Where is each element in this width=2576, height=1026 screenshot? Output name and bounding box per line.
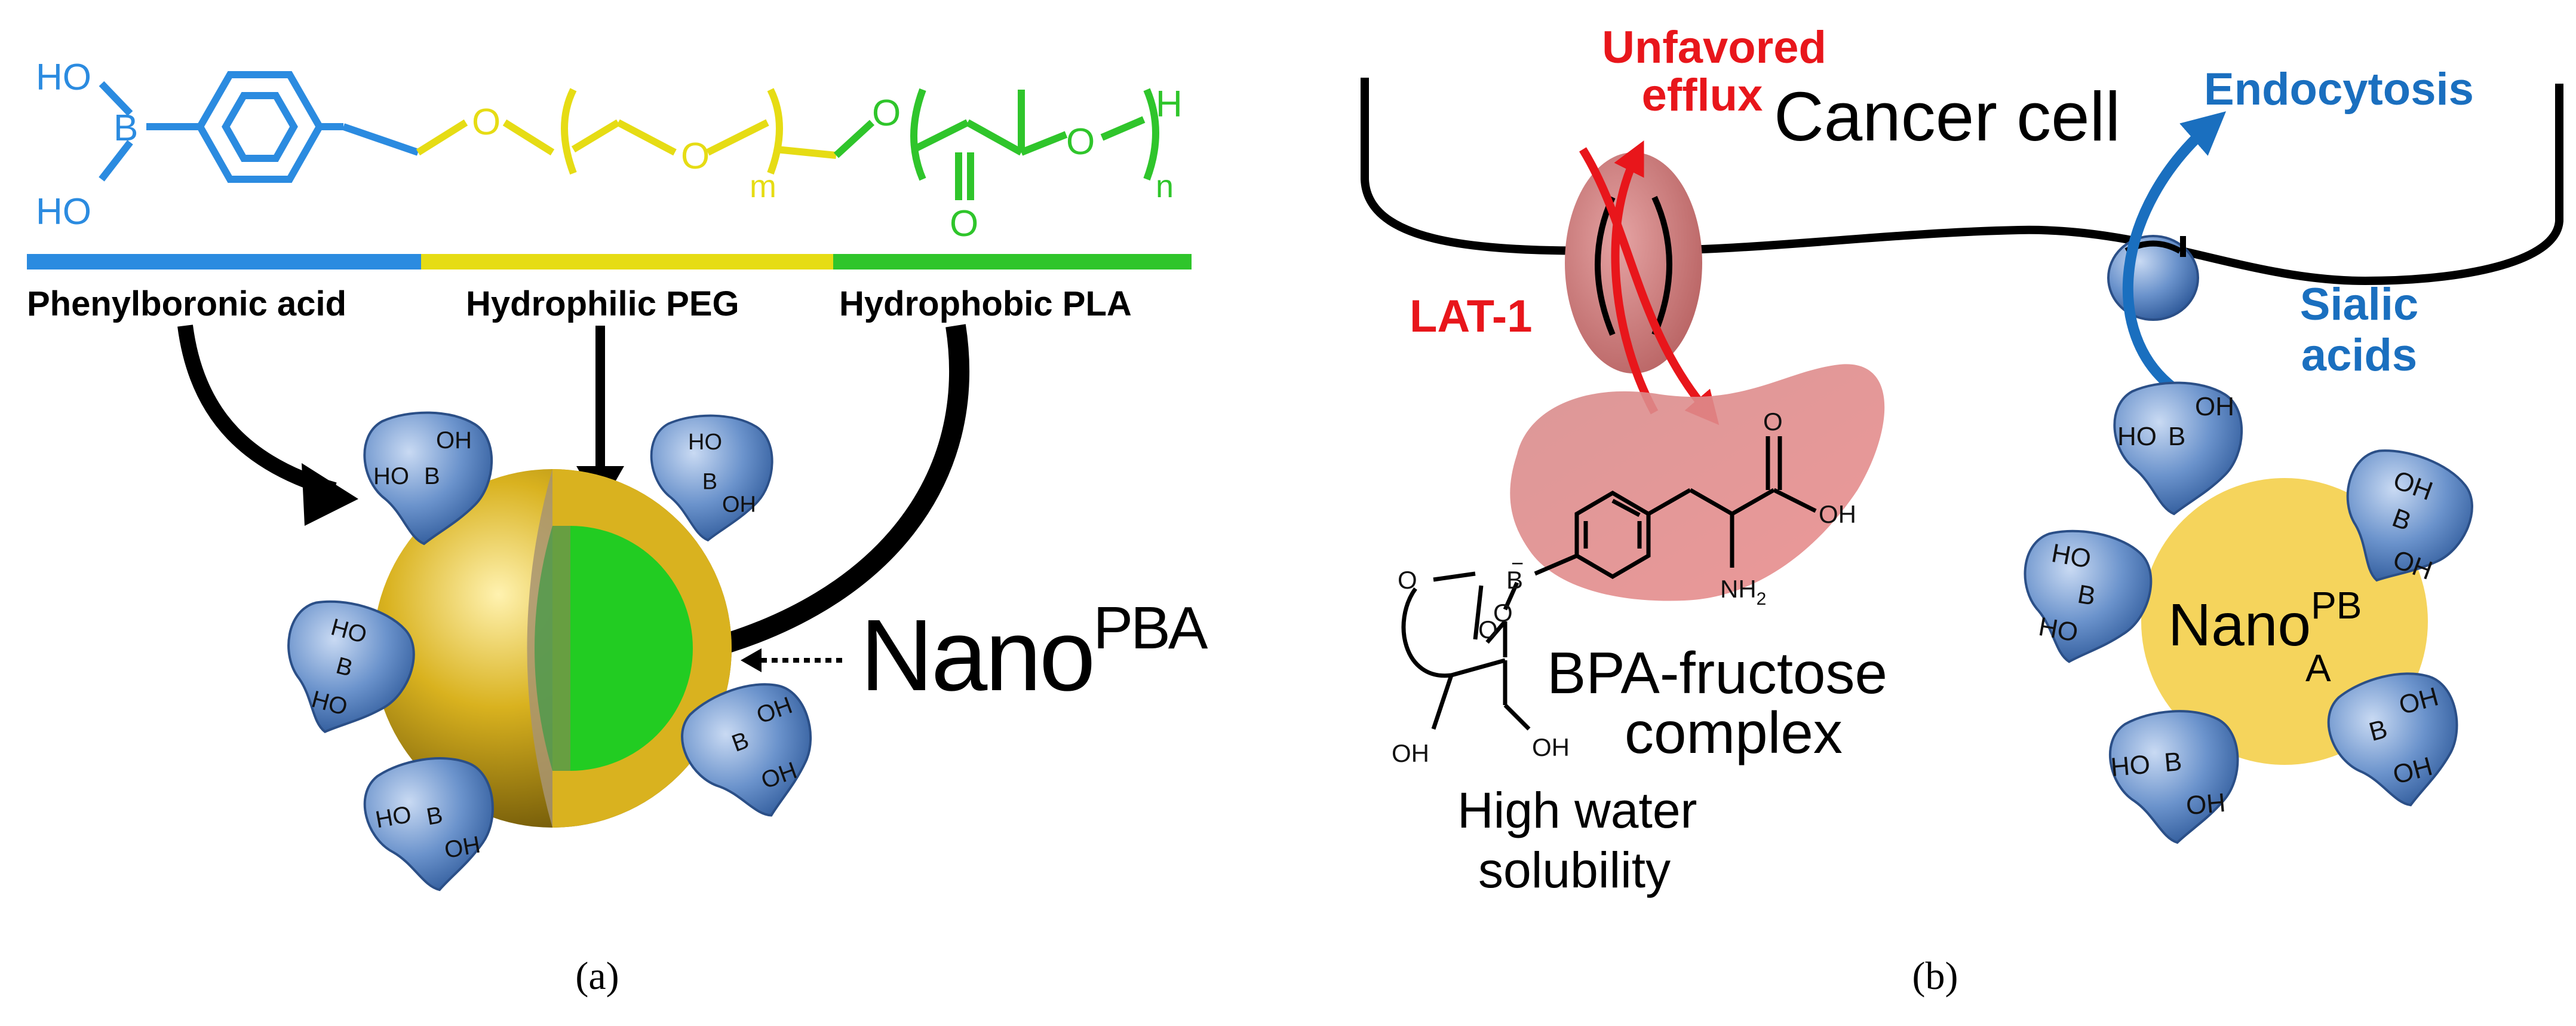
polymer-structure: HO B HO O O m (36, 57, 1183, 244)
cl3-ho2: HO (2036, 612, 2080, 648)
nano-b-sub: A (2305, 647, 2331, 690)
efflux-label: efflux (1642, 70, 1763, 121)
lig1-b: B (424, 463, 440, 489)
pla-segment-bar (833, 254, 1192, 269)
chem-oh-ring-2: OH (1532, 733, 1570, 761)
arrow-head-pba (302, 463, 358, 526)
panel-a: HO B HO O O m (27, 57, 1211, 998)
bpa-label-1: BPA-fructose (1547, 640, 1887, 706)
cancer-cell-label: Cancer cell (1774, 78, 2120, 155)
nanoparticle-pba (373, 469, 732, 828)
nano-pba-base: Nano (860, 599, 1093, 712)
cl1-b: B (2168, 422, 2185, 451)
cluster-ligand-bottom-right: B OH OH (2318, 659, 2477, 822)
ho-bottom-label: HO (36, 191, 91, 232)
lat1-label: LAT-1 (1410, 291, 1532, 342)
chem-nh2-text: NH (1720, 575, 1757, 603)
chem-o-ring-1: O (1398, 566, 1417, 594)
nano-b-sup: PB (2311, 584, 2362, 627)
bpa-blob (1510, 364, 1885, 601)
sialic-label-2: acids (2301, 330, 2417, 381)
panel-b: Unfavored efflux LAT-1 Cancer cell Endoc… (1361, 22, 2563, 998)
water-label-1: High water (1457, 782, 1697, 838)
arrow-pba-to-surface (177, 324, 337, 498)
pla-carbonyl-oxygen: O (950, 203, 978, 244)
cluster-ligand-top-right: OH B OH (2319, 435, 2486, 605)
segment-label-pba: Phenylboronic acid (27, 284, 346, 323)
arrow-pla-to-core (696, 324, 970, 661)
sialic-label-1: Sialic (2300, 279, 2419, 330)
caption-b: (b) (1912, 954, 1958, 998)
chem-oh-ring-1: OH (1392, 739, 1429, 767)
chem-nh2: NH2 (1720, 575, 1766, 609)
water-label-2: solubility (1478, 842, 1671, 898)
lig2-b: B (702, 470, 717, 495)
nano-b-base: Nano (2168, 592, 2311, 659)
cl5-oh: OH (2185, 788, 2227, 821)
unfavored-label: Unfavored (1602, 22, 1826, 73)
boron-label: B (113, 108, 138, 149)
pba-segment-bar (27, 254, 421, 269)
bpa-structure (1401, 436, 1817, 731)
endocytosis-label: Endocytosis (2204, 64, 2474, 115)
chem-boron-charge: − (1511, 551, 1524, 575)
chem-o-ring-2: O (1478, 615, 1498, 644)
chem-nh2-sub: 2 (1757, 589, 1767, 609)
peg-chain (416, 88, 837, 175)
cl1-ho: HO (2117, 422, 2157, 451)
chem-o-ring-3: O (1493, 599, 1513, 627)
efflux-arrow-out (1611, 140, 1659, 415)
peg-oxygen-1: O (472, 102, 501, 143)
efflux-arrow-in (1579, 147, 1720, 425)
chem-boron: B (1506, 566, 1523, 594)
chem-oh-acid: OH (1819, 500, 1856, 528)
dotted-pointer-head (741, 648, 762, 672)
nano-pba-label: NanoPBA (860, 595, 1208, 712)
peg-oxygen-2: O (681, 136, 710, 177)
lig1-ho: HO (373, 463, 409, 489)
lig4-oh: OH (443, 831, 483, 863)
endocytosis-arrow (2122, 111, 2227, 393)
ligand-left: HO B HO (266, 588, 426, 751)
cl3-ho: HO (2049, 538, 2093, 574)
cluster-ligand-bottom: HO B OH (2105, 705, 2246, 849)
chem-o-acid: O (1763, 408, 1783, 436)
pla-oxygen-2: O (1066, 121, 1095, 163)
cluster-ligand-left: HO B HO (2009, 520, 2160, 675)
pla-end-h: H (1156, 84, 1183, 125)
segment-label-peg: Hydrophilic PEG (466, 284, 739, 323)
lig4-ho: HO (373, 801, 413, 834)
lig2-oh: OH (722, 492, 756, 517)
ho-top-label: HO (36, 57, 91, 98)
nano-pba-sup: PBA (1093, 595, 1208, 661)
cl5-ho: HO (2110, 750, 2151, 783)
nano-pba-label-b: NanoPB A (2168, 584, 2362, 690)
lig1-oh: OH (436, 427, 472, 454)
pla-chain (833, 88, 1159, 200)
caption-a: (a) (575, 954, 619, 998)
bpa-label-2: complex (1625, 700, 1843, 765)
lig2-ho: HO (688, 430, 722, 455)
peg-subscript-m: m (750, 169, 776, 204)
cluster-ligand-top: HO B OH (2113, 381, 2243, 515)
pla-subscript-n: n (1156, 169, 1174, 204)
peg-segment-bar (421, 254, 833, 269)
cell-membrane (1361, 78, 2563, 286)
cl1-oh: OH (2195, 392, 2234, 421)
segment-label-pla: Hydrophobic PLA (839, 284, 1132, 323)
phenyl-ring (99, 71, 419, 183)
pla-oxygen-1: O (872, 93, 901, 134)
ligand-top-left: HO B OH (363, 411, 493, 545)
ligand-top-right: HO B OH (650, 414, 773, 541)
ligand-bottom-left: HO B OH (357, 748, 508, 902)
cl5-b: B (2163, 747, 2184, 777)
